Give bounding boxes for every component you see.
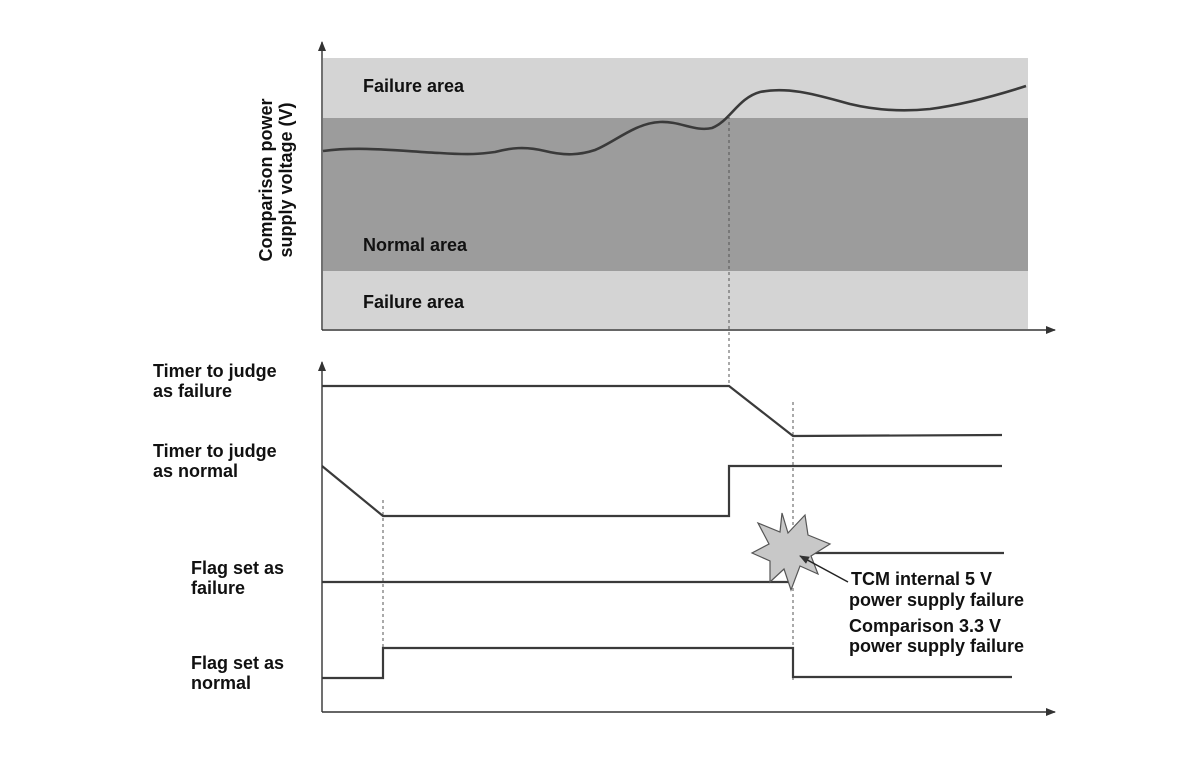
- timer-normal-label-line-2: as normal: [153, 461, 238, 481]
- upper-failure-area: [323, 58, 1028, 118]
- tcm-failure-annotation-line-1: TCM internal 5 V: [851, 569, 992, 589]
- timer-normal-signal: [321, 464, 1002, 518]
- failure-burst-icon: [750, 512, 832, 592]
- flag-normal-label-line-2: normal: [191, 673, 251, 693]
- timer-failure-signal: [322, 384, 1003, 438]
- normal-area-label: Normal area: [363, 235, 468, 255]
- timer-failure-label-line-2: as failure: [153, 381, 232, 401]
- flag-failure-label-line-2: failure: [191, 578, 245, 598]
- normal-area: [323, 118, 1028, 271]
- timer-normal-label-line-1: Timer to judge: [153, 441, 277, 461]
- tcm-failure-annotation-line-2: power supply failure: [849, 590, 1024, 610]
- annotation-arrow: [799, 555, 849, 583]
- lower-failure-area-label: Failure area: [363, 292, 465, 312]
- y-label-line-2: supply voltage (V): [276, 102, 296, 257]
- flag-normal-label-line-1: Flag set as: [191, 653, 284, 673]
- flag-failure-label-line-1: Flag set as: [191, 558, 284, 578]
- lower-failure-area: [323, 271, 1028, 329]
- comparison-failure-annotation-line-2: power supply failure: [849, 636, 1024, 656]
- timer-failure-label-line-1: Timer to judge: [153, 361, 277, 381]
- comparison-failure-annotation-line-1: Comparison 3.3 V: [849, 616, 1001, 636]
- y-label-line-1: Comparison power: [256, 98, 276, 261]
- upper-failure-area-label: Failure area: [363, 76, 465, 96]
- top-y-axis-label: Comparison power supply voltage (V): [256, 98, 296, 261]
- voltage-curve: [322, 84, 1027, 156]
- flag-normal-signal: [322, 646, 1012, 680]
